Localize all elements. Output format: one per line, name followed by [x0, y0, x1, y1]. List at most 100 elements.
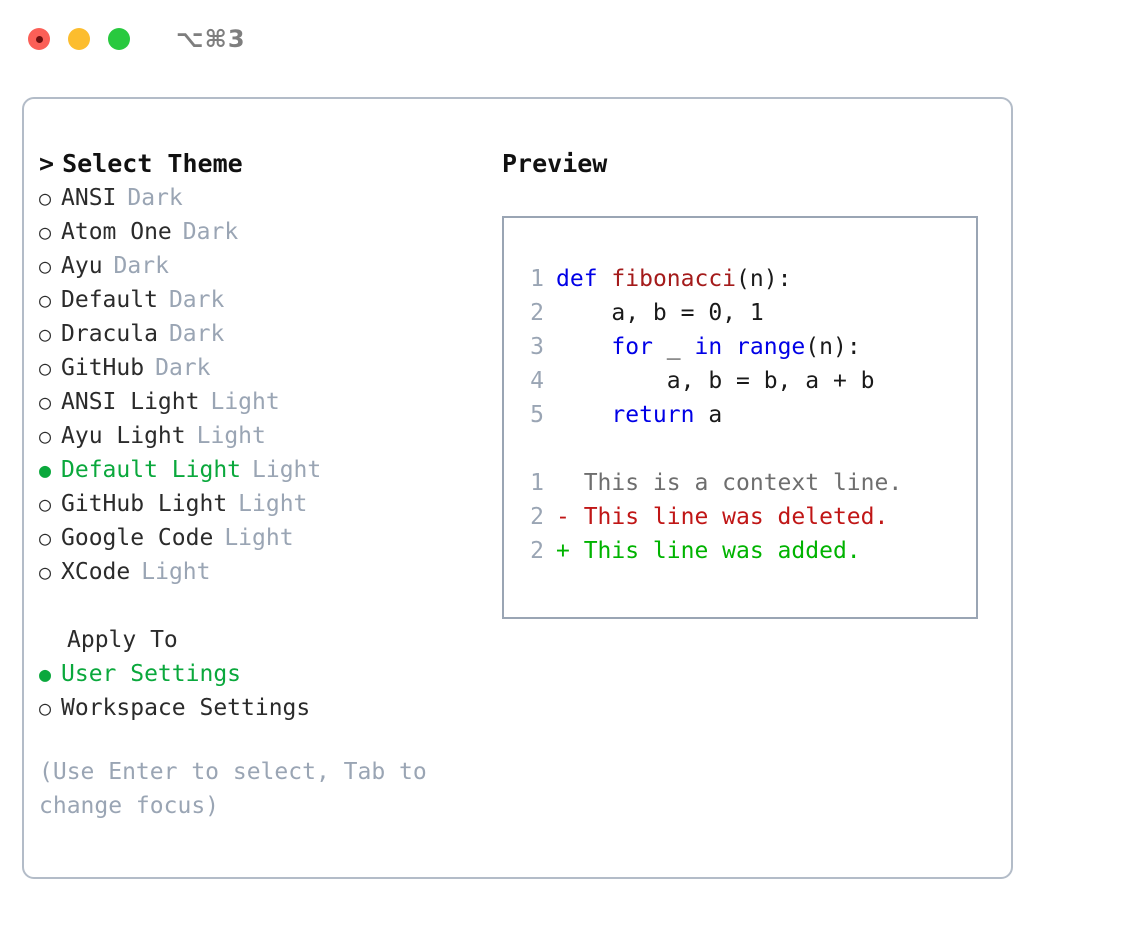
theme-option-kind-badge: Dark — [155, 355, 211, 381]
code-token: fibonacci — [611, 266, 737, 292]
keyboard-hint-text: (Use Enter to select, Tab to change focu… — [39, 759, 427, 819]
theme-option-kind-badge: Light — [238, 491, 308, 517]
line-number: 5 — [530, 402, 544, 428]
code-token — [556, 402, 611, 428]
line-number: 2 — [530, 300, 544, 326]
theme-option-label: Ayu — [61, 253, 103, 279]
close-dot-icon — [35, 35, 43, 43]
code-line: 3 for _ in range(n): — [514, 330, 902, 364]
code-token: range — [736, 334, 806, 360]
line-number: 4 — [530, 368, 544, 394]
theme-option-google-code[interactable]: ○ Google Code Light — [39, 521, 489, 555]
code-token: (n): — [736, 266, 792, 292]
code-token — [598, 266, 612, 292]
line-number: 1 — [530, 266, 544, 292]
radio-unselected-icon: ○ — [39, 560, 52, 584]
code-token — [556, 334, 611, 360]
apply-to-list: ● User Settings ○ Workspace Settings — [39, 657, 489, 725]
diff-line: 1 This is a context line. — [514, 466, 902, 500]
theme-option-github[interactable]: ○ GitHub Dark — [39, 351, 489, 385]
code-token: for — [611, 334, 653, 360]
theme-option-label: GitHub — [61, 355, 145, 381]
theme-option-kind-badge: Dark — [127, 185, 183, 211]
line-number: 2 — [530, 504, 544, 530]
caret-icon: > — [39, 149, 55, 178]
apply-to-option-workspace-settings[interactable]: ○ Workspace Settings — [39, 691, 489, 725]
theme-option-dracula[interactable]: ○ Dracula Dark — [39, 317, 489, 351]
theme-option-kind-badge: Dark — [168, 287, 225, 313]
radio-unselected-icon: ○ — [39, 696, 52, 720]
radio-unselected-icon: ○ — [39, 526, 52, 550]
theme-option-kind-badge: Light — [141, 559, 211, 585]
theme-option-label: XCode — [61, 559, 131, 585]
minimize-button-icon[interactable] — [68, 28, 90, 50]
theme-option-label: ANSI — [61, 185, 117, 211]
line-number: 1 — [530, 470, 544, 496]
radio-unselected-icon: ○ — [39, 322, 52, 346]
apply-to-option-label: User Settings — [61, 661, 242, 687]
code-token: (n): — [805, 334, 861, 360]
code-token: a — [694, 402, 723, 428]
theme-option-github-light[interactable]: ○ GitHub Light Light — [39, 487, 489, 521]
theme-option-label: ANSI Light — [61, 389, 200, 415]
code-token — [722, 334, 736, 360]
radio-unselected-icon: ○ — [39, 254, 52, 278]
diff-line: 2 + This line was added. — [514, 534, 902, 568]
radio-selected-icon: ● — [39, 662, 52, 686]
radio-unselected-icon: ○ — [39, 356, 52, 380]
radio-unselected-icon: ○ — [39, 288, 52, 312]
theme-option-label: Google Code — [61, 525, 214, 551]
diff-line-text: + This line was added. — [556, 538, 861, 564]
select-theme-heading-label: Select Theme — [62, 149, 243, 178]
code-token: a, b = 0, 1 — [556, 300, 764, 326]
apply-to-option-label: Workspace Settings — [61, 695, 311, 721]
theme-option-label: Default Light — [61, 457, 242, 483]
code-token: _ — [652, 334, 695, 360]
theme-option-xcode[interactable]: ○ XCode Light — [39, 555, 489, 589]
diff-line-text: - This line was deleted. — [556, 504, 889, 530]
title-bar: ⌥⌘3 — [0, 0, 1140, 78]
radio-unselected-icon: ○ — [39, 220, 52, 244]
theme-option-kind-badge: Dark — [182, 219, 239, 245]
radio-unselected-icon: ○ — [39, 390, 52, 414]
radio-unselected-icon: ○ — [39, 186, 52, 210]
code-token: a, b = b, a + b — [556, 368, 875, 394]
window-controls — [28, 28, 130, 50]
maximize-button-icon[interactable] — [108, 28, 130, 50]
diff-line-text: This is a context line. — [556, 470, 903, 496]
theme-option-label: Default — [61, 287, 158, 313]
theme-option-kind-badge: Light — [224, 525, 294, 551]
radio-unselected-icon: ○ — [39, 492, 52, 516]
diff-line: 2 - This line was deleted. — [514, 500, 902, 534]
code-token: in — [694, 334, 723, 360]
apply-to-option-user-settings[interactable]: ● User Settings — [39, 657, 489, 691]
theme-option-default[interactable]: ○ Default Dark — [39, 283, 489, 317]
radio-unselected-icon: ○ — [39, 424, 52, 448]
code-token: def — [556, 266, 598, 292]
theme-option-label: GitHub Light — [61, 491, 228, 517]
list-spacer — [39, 589, 489, 623]
apply-to-heading: Apply To — [67, 627, 178, 653]
radio-selected-icon: ● — [39, 458, 52, 482]
theme-option-label: Ayu Light — [61, 423, 186, 449]
theme-option-kind-badge: Dark — [168, 321, 225, 347]
close-button-icon[interactable] — [28, 28, 50, 50]
theme-option-ansi[interactable]: ○ ANSI Dark — [39, 181, 489, 215]
line-number: 3 — [530, 334, 544, 360]
theme-option-kind-badge: Light — [252, 457, 322, 483]
code-line: 2 a, b = 0, 1 — [514, 296, 902, 330]
theme-option-default-light[interactable]: ● Default Light Light — [39, 453, 489, 487]
line-number: 2 — [530, 538, 544, 564]
theme-option-label: Dracula — [61, 321, 158, 347]
